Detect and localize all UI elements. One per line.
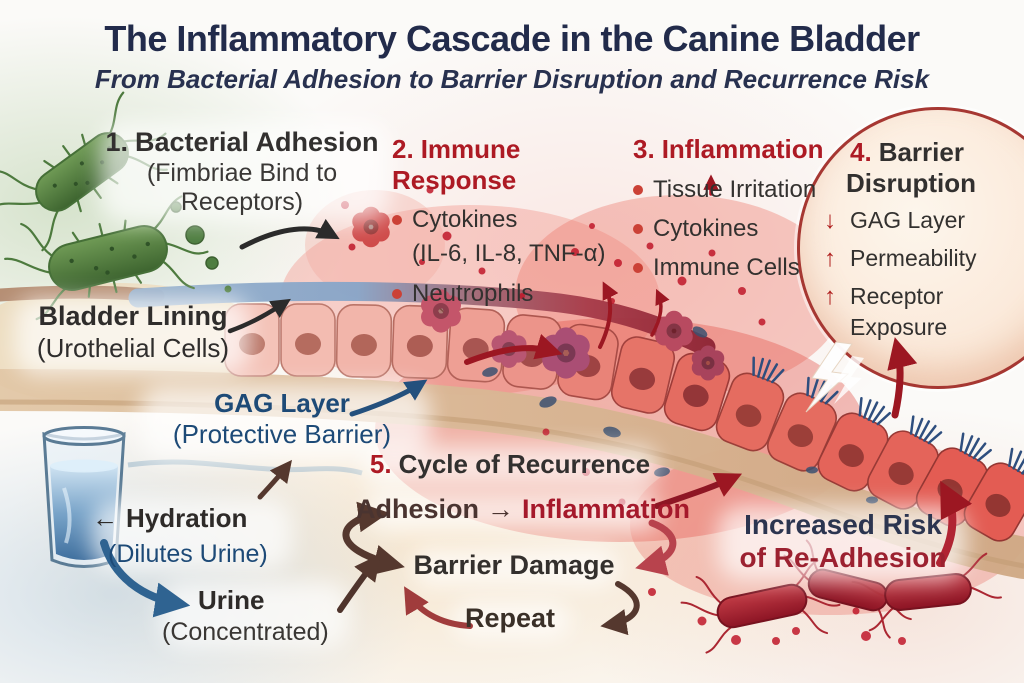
step-2-title: Immune Response (392, 134, 521, 195)
step-5-title: Cycle of Recurrence (398, 449, 651, 479)
step-4-number: 4. (850, 137, 872, 167)
step-2-number: 2. (392, 134, 414, 164)
arrow-up-inflammation-icon (598, 281, 619, 349)
glow (362, 446, 658, 486)
glow (15, 297, 250, 375)
step-1-number: 1. (105, 127, 128, 157)
step-4-permeability: Permeability (850, 244, 977, 271)
down-arrow-icon: ↓ (824, 206, 836, 234)
step-2-immune-response: 2.Immune Response Cytokines (IL-6, IL-8,… (392, 134, 642, 319)
arrow-hydration-up-icon (257, 459, 292, 500)
glow (100, 122, 390, 222)
glow (452, 601, 570, 639)
bladder-lining-title: Bladder Lining (38, 301, 228, 331)
up-arrow-icon: ↑ (824, 283, 836, 311)
step-4-gag-layer: GAG Layer (850, 206, 966, 233)
step-1-detail-line2: Receptors) (180, 188, 304, 217)
bullet-dot-icon (392, 288, 402, 299)
gag-layer-sub: (Protective Barrier) (172, 418, 392, 449)
left-arrow-icon: ← (92, 503, 118, 533)
step-1-bacterial-adhesion: 1.Bacterial Adhesion (Fimbriae Bind to R… (104, 127, 380, 218)
step-4-exposure: Exposure (850, 313, 948, 340)
arrow-into-inset-icon (887, 337, 918, 419)
arrow-readhesion-icon (936, 480, 973, 567)
glow (160, 582, 350, 648)
inflammation-particles (341, 186, 906, 645)
arrow-spread-right-icon (464, 333, 563, 365)
gag-layer-label: GAG Layer (Protective Barrier) (132, 388, 432, 449)
bladder-lining-sub: (Urothelial Cells) (36, 332, 230, 363)
risk-line1: Increased Risk (744, 509, 942, 540)
step-2-cytokine-detail: (IL-6, IL-8, TNF-α) (412, 239, 606, 267)
gag-layer-title: GAG Layer (214, 388, 350, 418)
arrow-repeat-up-icon (404, 586, 473, 629)
arrow-gag-layer-icon (349, 379, 428, 417)
cycle-node-adhesion-inflammation: Adhesion→Inflammation (356, 494, 690, 526)
arrow-glass-dilute-icon (100, 539, 191, 618)
step-5-cycle-heading: 5.Cycle of Recurrence (366, 449, 654, 480)
step-3-inflammation: 3.Inflammation Tissue Irritation Cytokin… (633, 134, 843, 294)
cycle-adhesion: Adhesion (356, 494, 480, 524)
bladder-lining-label: Bladder Lining (Urothelial Cells) (14, 301, 252, 364)
arrow-up-inflammation2-icon (650, 288, 670, 337)
cycle-node-barrier-damage: Barrier Damage (413, 550, 615, 580)
glow (718, 506, 966, 580)
page-title: The Inflammatory Cascade in the Canine B… (104, 18, 920, 59)
step-4-barrier-disruption: 4.Barrier Disruption ↓ GAG Layer ↑ Permeab… (824, 137, 1024, 341)
bullet-dot-icon (633, 184, 643, 195)
arrow-cycle-to-cells-icon (654, 473, 743, 509)
step-3-bullet-immune-cells: Immune Cells (653, 254, 800, 282)
step-3-bullet-tissue: Tissue Irritation (653, 175, 817, 203)
arrow-bladder-lining-icon (227, 298, 291, 334)
cycle-inflammation: Inflammation (522, 494, 691, 524)
arrow-cycle-right-icon (635, 519, 677, 576)
glow (366, 491, 660, 531)
step-2-bullet-neutrophils: Neutrophils (412, 279, 534, 307)
up-arrow-icon: ↑ (824, 244, 836, 272)
step-2-bullet-cytokines: Cytokines (412, 206, 518, 234)
urine-sub: (Concentrated) (162, 618, 329, 646)
internal-bacteria-dots (482, 326, 878, 504)
step-4-receptor: Receptor (850, 283, 944, 310)
gag-layer-strip (128, 281, 716, 357)
step-5-number: 5. (369, 449, 392, 479)
arrow-cycle-bottom-icon (600, 581, 640, 636)
hydration-sub: (Dilutes Urine) (108, 540, 268, 568)
urine-label: Urine (198, 585, 265, 615)
bullet-dot-icon (392, 215, 402, 226)
step-3-title: Inflammation (661, 134, 824, 164)
glow (412, 547, 618, 587)
step-3-number: 3. (633, 134, 655, 164)
readhesion-risk-label: Increased Risk of Re-Adhesion (708, 508, 978, 574)
step-4-title-line2: Disruption (846, 167, 976, 198)
page-subtitle: From Bacterial Adhesion to Barrier Disru… (94, 64, 930, 94)
step-3-bullet-cytokines: Cytokines (653, 214, 759, 242)
step-1-title: Bacterial Adhesion (134, 127, 379, 157)
right-arrow-icon: → (487, 494, 515, 524)
bullet-dot-icon (633, 263, 643, 274)
red-bacteria-icon (680, 539, 1002, 654)
step-4-title-line1: Barrier (878, 137, 964, 167)
bullet-dot-icon (633, 223, 643, 234)
arrow-concentrated-icon (337, 553, 381, 613)
glow (92, 500, 292, 570)
barrier-crack-icon (805, 341, 864, 413)
step-1-detail-line1: (Fimbriae Bind to (146, 158, 338, 187)
hydration-title: Hydration (126, 503, 248, 533)
hydration-label: ← Hydration (92, 503, 282, 534)
risk-line2: of Re-Adhesion (739, 542, 947, 574)
cycle-node-repeat: Repeat (464, 603, 556, 633)
arrow-adhesion-to-immune-icon (239, 218, 340, 250)
